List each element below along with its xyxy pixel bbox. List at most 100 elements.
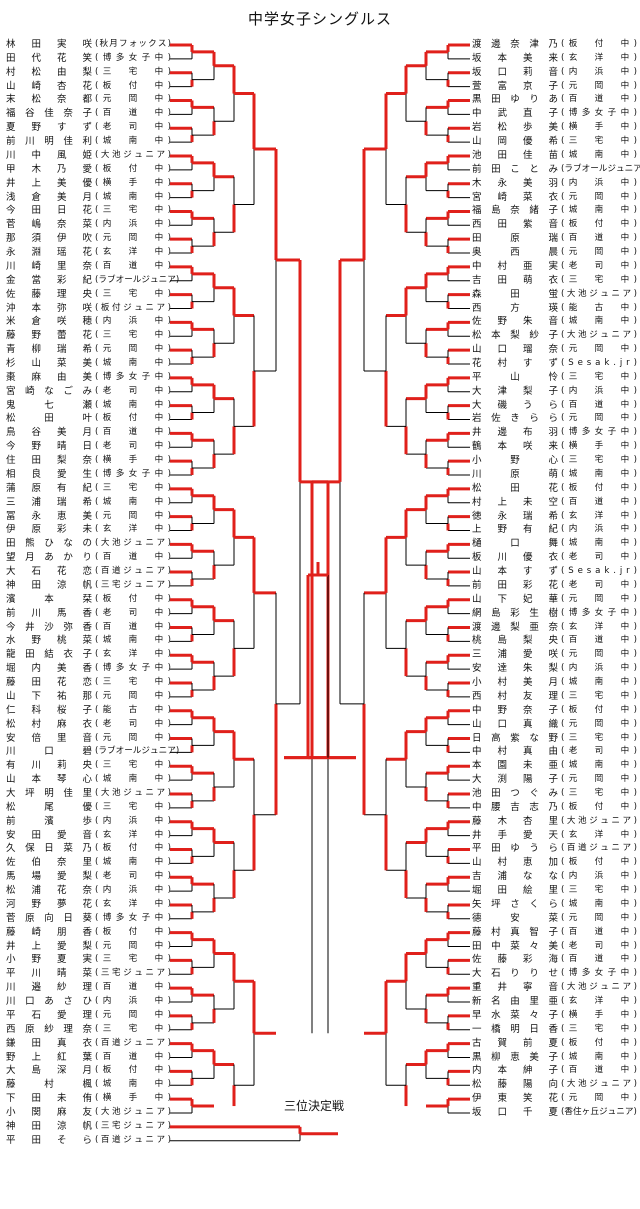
player-school: (能 古 中): [95, 704, 171, 715]
player-school: (博多女子中): [95, 912, 171, 923]
player-name: 神田涼帆: [6, 579, 92, 591]
player-name: 三浦瑞希: [6, 496, 92, 508]
player-school: (三 宅 中): [95, 954, 171, 965]
player-school: (城 南 中): [561, 677, 637, 688]
player-school: (城 南 中): [95, 399, 171, 410]
player-name: 堀田絵里: [472, 885, 558, 897]
player-school: (博多女子中): [561, 968, 637, 979]
player-name: 黒田ゆりあ: [472, 94, 558, 106]
player-name: 大坪明佳里: [6, 787, 92, 799]
player-name: 中腰吉志乃: [472, 801, 558, 813]
player-school: (元 岡 中): [561, 344, 637, 355]
player-school: (板 付 中): [95, 163, 171, 174]
player-school: (元 岡 中): [95, 690, 171, 701]
player-school: (板 付 中): [95, 413, 171, 424]
player-name: 池田佳苗: [472, 149, 558, 161]
player-school: (三宅ジュニア): [95, 579, 171, 590]
player-name: 安倍里音: [6, 732, 92, 744]
player-school: (玄 洋 中): [561, 510, 637, 521]
player-name: 福谷佳奈子: [6, 108, 92, 120]
player-school: (香住ヶ丘ジュニア): [561, 1106, 637, 1117]
player-school: (三宅ジュニア): [95, 1120, 171, 1131]
player-school: (博多女子中): [95, 663, 171, 674]
player-school: (ラブオールジュニア): [95, 274, 180, 285]
player-school: (元 岡 中): [561, 191, 637, 202]
player-name: 蒲原有紀: [6, 482, 92, 494]
player-name: 平田ゆうら: [472, 843, 558, 855]
player-school: (百 道 中): [561, 954, 637, 965]
player-school: (板 付 中): [561, 1037, 637, 1048]
player-name: 濱本栞: [6, 593, 92, 605]
player-name: 大石花恋: [6, 566, 92, 578]
player-school: (城 南 中): [95, 358, 171, 368]
player-school: (内 浜 中): [95, 885, 171, 896]
player-school: (博多女子中): [95, 52, 171, 63]
player-school: (老 司 中): [561, 552, 637, 563]
player-name: 棗麻由美: [6, 371, 92, 383]
player-name: 川崎里奈: [6, 260, 92, 272]
player-school: (内 浜 中): [561, 66, 637, 77]
player-name: 藤田花恋: [6, 677, 92, 689]
player-name: 中村真由: [472, 746, 558, 758]
player-school: (百 道 中): [561, 233, 637, 244]
player-name: 山本琴心: [6, 774, 92, 786]
player-school: (城 南 中): [561, 760, 637, 771]
player-name: 西原紗理奈: [6, 1023, 92, 1035]
player-school: (城 南 中): [561, 1051, 637, 1062]
player-name: 山下祐那: [6, 690, 92, 702]
player-school: (大池ジュニア): [561, 330, 637, 341]
player-name: 前田ことみ: [472, 163, 558, 175]
player-name: 平石愛理: [6, 1009, 92, 1021]
player-name: 夏野すず: [6, 122, 92, 134]
player-school: (大池ジュニア): [561, 982, 637, 993]
player-school: (城 南 中): [95, 496, 171, 507]
player-school: (板 付 中): [561, 39, 637, 49]
player-school: (百道ジュニア): [95, 1134, 171, 1145]
player-name: 鎌田真衣: [6, 1037, 92, 1049]
player-school: (玄 洋 中): [95, 898, 171, 909]
player-school: (城 南 中): [561, 468, 637, 479]
player-name: 小野心: [472, 455, 558, 467]
player-name: 堀内美香: [6, 663, 92, 675]
player-school: (大池ジュニア): [561, 1079, 637, 1090]
third-place-label: 三位決定戦: [284, 1099, 345, 1113]
player-school: (博多女子中): [95, 468, 171, 479]
player-school: (元 岡 中): [561, 718, 637, 729]
player-school: (大池ジュニア): [95, 538, 171, 549]
player-name: 小野夏実: [6, 954, 92, 966]
player-name: 中野奈子: [472, 704, 558, 716]
player-name: 大渕陽子: [472, 774, 558, 786]
player-school: (城 南 中): [95, 136, 171, 147]
player-name: 鶴本咲来: [472, 441, 558, 453]
player-name: 松村麻衣: [6, 718, 92, 730]
player-name: 渡邊梨亜奈: [472, 621, 558, 633]
player-school: (内 浜 中): [95, 996, 171, 1007]
player-school: (元 岡 中): [561, 774, 637, 785]
player-name: 平川晴菜: [6, 968, 92, 980]
player-name: 黒柳恵美子: [472, 1051, 558, 1063]
player-school: (百 道 中): [561, 1065, 637, 1076]
player-name: 松尾優: [6, 801, 92, 813]
player-school: (博多女子中): [561, 607, 637, 618]
player-name: 一橋明日香: [472, 1023, 558, 1035]
player-name: 花村すず: [472, 358, 558, 369]
player-school: (三 宅 中): [561, 885, 637, 896]
player-name: 藤木杏里: [472, 815, 558, 827]
player-school: (内 浜 中): [95, 316, 171, 327]
player-school: (内 浜 中): [561, 385, 637, 396]
player-school: (百 道 中): [95, 260, 171, 271]
player-name: 坂口莉音: [472, 66, 558, 78]
player-school: (三 宅 中): [95, 205, 171, 216]
player-school: (板 付 中): [561, 857, 637, 868]
player-name: 平田そら: [6, 1134, 92, 1146]
player-school: (三宅ジュニア): [95, 968, 171, 979]
player-school: (元 岡 中): [561, 1093, 637, 1104]
player-school: (三 宅 中): [95, 760, 171, 771]
player-school: (百 道 中): [561, 94, 637, 105]
player-name: 川口あさひ: [6, 996, 92, 1008]
player-name: 森田蛍: [472, 288, 558, 300]
player-name: 德安菜: [472, 912, 558, 924]
player-name: 吉浦なな: [472, 871, 558, 883]
player-name: 菅原向日葵: [6, 912, 92, 924]
player-name: 上野有紀: [472, 524, 558, 536]
